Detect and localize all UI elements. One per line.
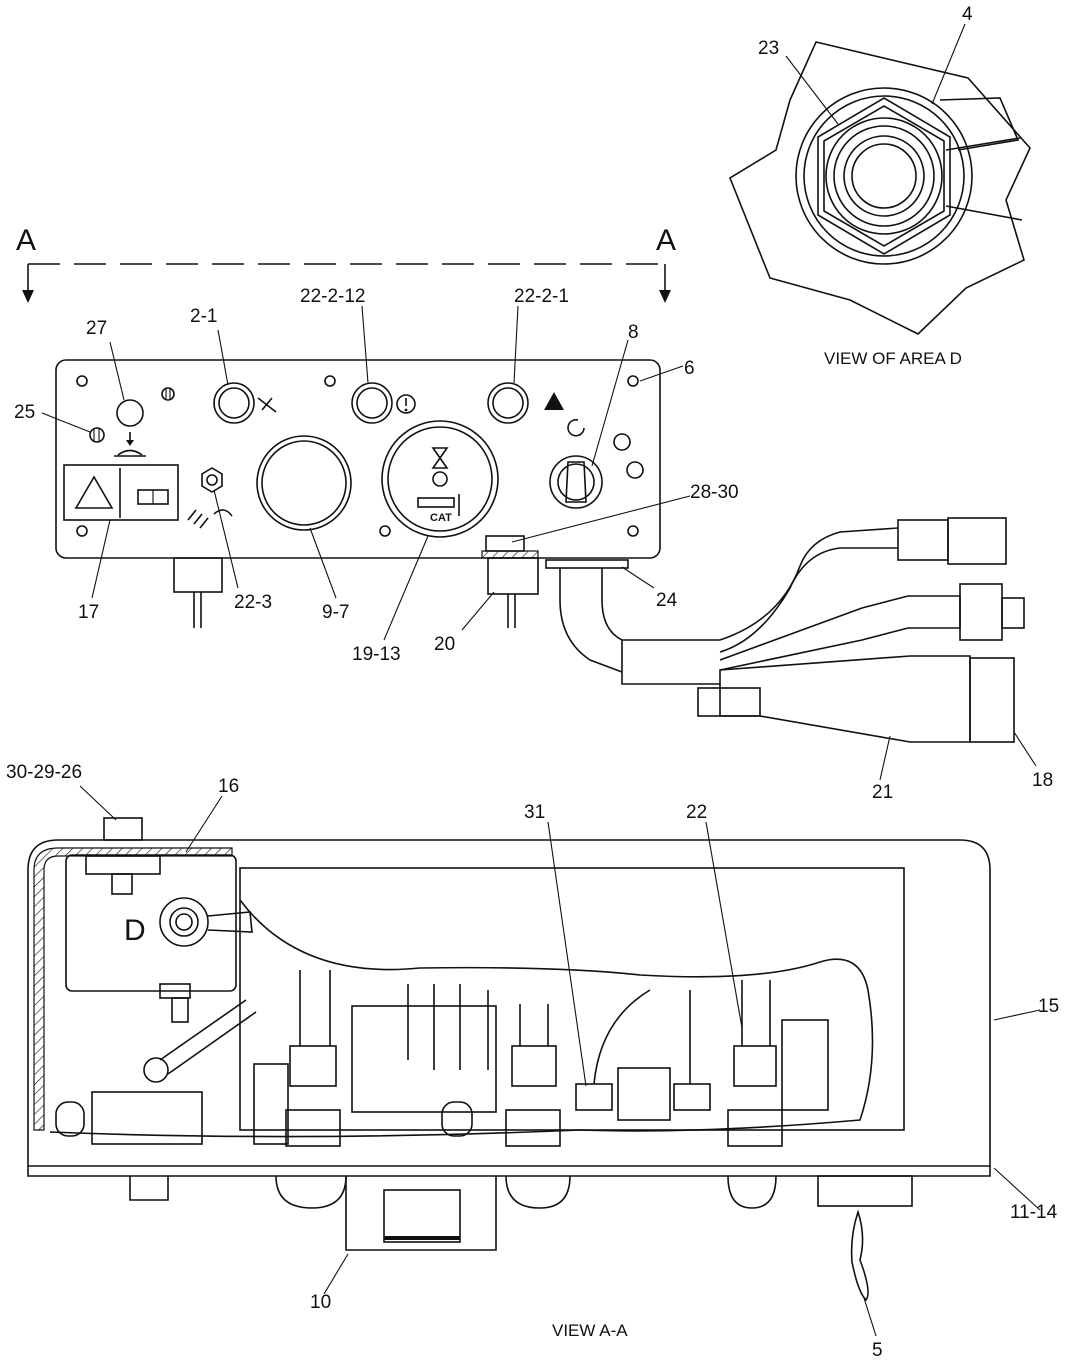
callout-24: 24 <box>656 590 678 611</box>
section-line-a-a <box>22 263 671 303</box>
caption-view-area-d: VIEW OF AREA D <box>824 349 962 368</box>
callout-4: 4 <box>962 4 973 25</box>
callout-22-2-1: 22-2-1 <box>514 286 569 307</box>
callout-21: 21 <box>872 782 893 803</box>
callout-25: 25 <box>14 402 35 423</box>
callout-18: 18 <box>1032 770 1053 791</box>
callout-23: 23 <box>758 38 779 59</box>
callout-31: 31 <box>524 802 545 823</box>
callout-6: 6 <box>684 358 695 379</box>
control-panel <box>55 359 661 628</box>
view-a-a <box>27 817 991 1302</box>
callout-11-14: 11-14 <box>1010 1202 1058 1223</box>
diagram-labels: A A D VIEW OF AREA D VIEW A-A CAT 4 23 2… <box>6 4 1059 1361</box>
callout-27: 27 <box>86 318 107 339</box>
view-area-d <box>729 41 1031 335</box>
callout-8: 8 <box>628 322 639 343</box>
panel-logo: CAT <box>430 512 452 524</box>
callout-28-30: 28-30 <box>690 482 739 503</box>
callout-22-2-12: 22-2-12 <box>300 286 366 307</box>
callout-9-7: 9-7 <box>322 602 349 623</box>
leader-lines <box>41 23 1041 1337</box>
callout-17: 17 <box>78 602 99 623</box>
callout-2-1: 2-1 <box>190 306 217 327</box>
callout-10: 10 <box>310 1292 331 1313</box>
callout-22-3: 22-3 <box>234 592 272 613</box>
callout-19-13: 19-13 <box>352 644 401 665</box>
area-d-marker: D <box>124 914 146 947</box>
section-marker-left: A <box>16 224 36 257</box>
callout-15: 15 <box>1038 996 1059 1017</box>
callout-5: 5 <box>872 1340 883 1361</box>
section-marker-right: A <box>656 224 676 257</box>
callout-22: 22 <box>686 802 707 823</box>
wiring-harness <box>545 517 1025 743</box>
callout-16: 16 <box>218 776 239 797</box>
callout-30-29-26: 30-29-26 <box>6 762 82 783</box>
caption-view-a-a: VIEW A-A <box>552 1321 628 1340</box>
callout-20: 20 <box>434 634 455 655</box>
